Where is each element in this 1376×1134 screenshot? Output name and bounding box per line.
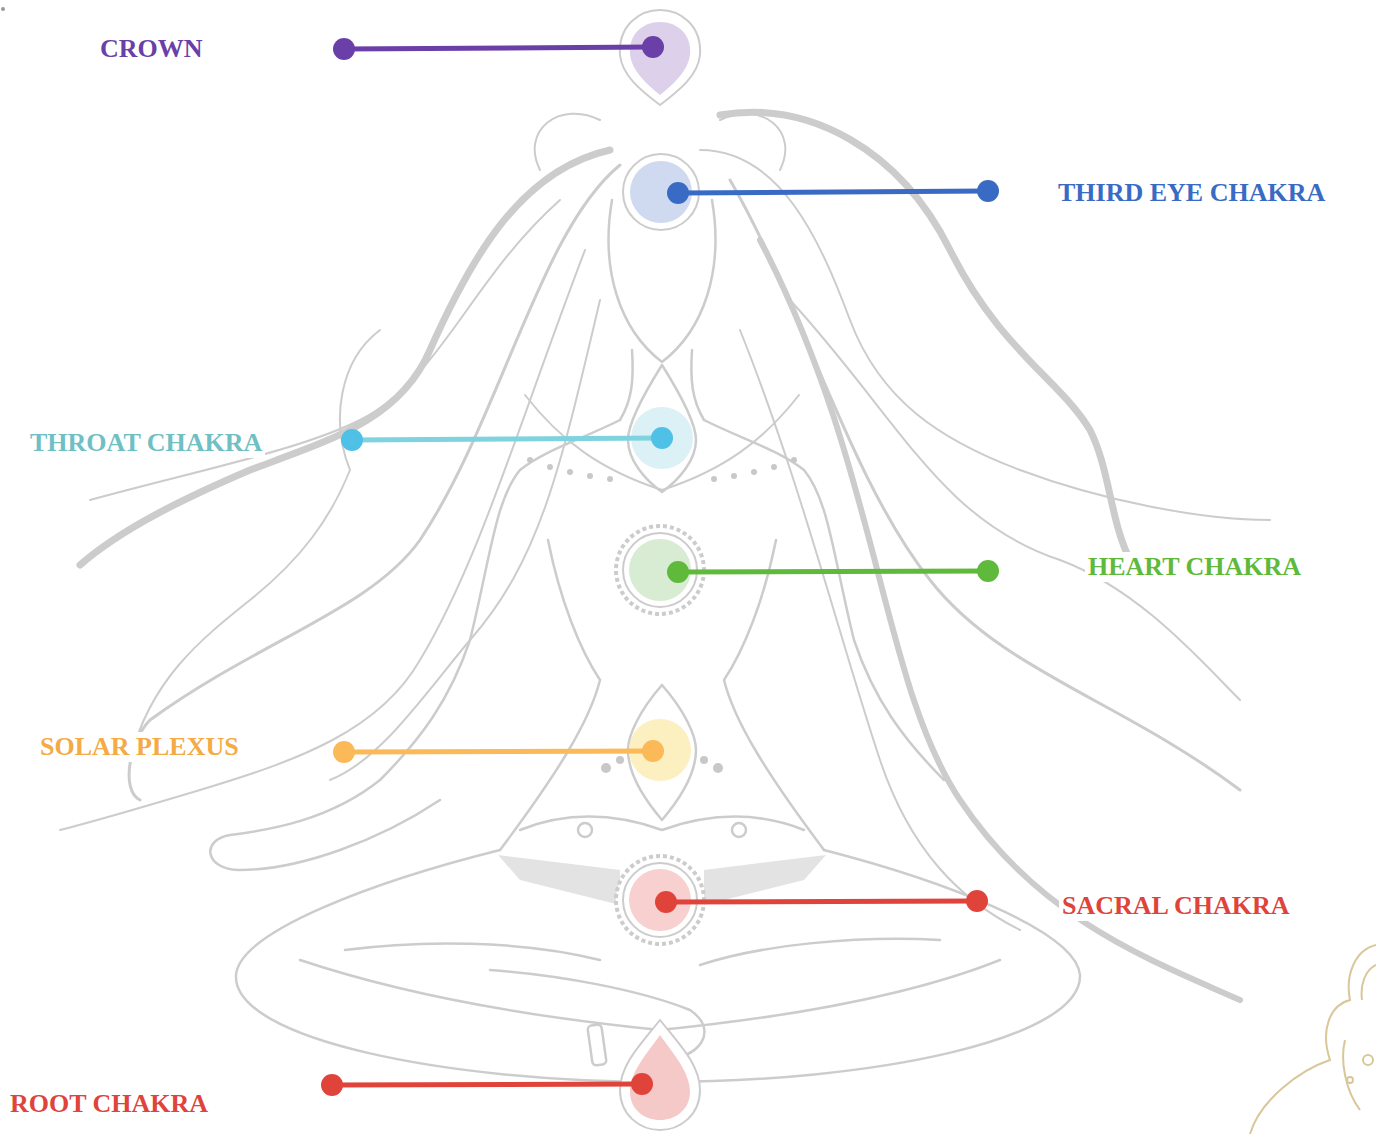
illustration-part [713,763,723,773]
illustration-part [330,300,600,780]
illustration-part [623,154,699,230]
illustration-part [630,1035,690,1120]
illustration-part [1347,1077,1353,1083]
figure-outline [210,200,1080,1082]
illustration-part [345,939,940,965]
illustration-part [667,560,999,583]
chakra-label: THROAT CHAKRA [27,428,265,458]
illustration-part [130,330,380,760]
illustration-part [321,1074,343,1096]
illustration-part [333,36,664,60]
chakra-label: SACRAL CHAKRA [1059,891,1293,921]
illustration-part [601,763,611,773]
illustration-part [700,756,708,764]
illustration-part [352,438,662,440]
illustration-part [667,180,999,204]
illustration-part [751,469,757,475]
illustration-part [333,38,355,60]
illustration-part [1343,965,1376,1110]
chakra-label: SOLAR PLEXUS [37,732,242,762]
illustration-part [651,427,673,449]
illustration-part [667,561,689,583]
illustration-part [1250,945,1376,1134]
figure-ornaments [498,457,826,905]
illustration-part [771,464,777,470]
illustration-part [666,901,977,902]
illustration-part [790,300,1240,700]
illustration-part [527,457,533,463]
chakra-label: ROOT CHAKRA [7,1089,211,1119]
illustration-part [630,22,690,95]
illustration-part [740,330,1020,930]
illustration-part [620,1020,700,1130]
illustration-part [731,473,737,479]
chakra-label: HEART CHAKRA [1085,552,1304,582]
illustration-part [629,539,691,601]
illustration-part [332,1084,642,1085]
illustration-part [587,1024,606,1066]
illustration-part [587,473,593,479]
corner-dot [1,7,5,11]
illustration-part [631,1073,653,1095]
illustration-part [704,420,944,780]
illustration-part [1363,1055,1373,1065]
illustration-part [341,427,673,451]
illustration-part [333,740,664,763]
illustration-part [321,1073,653,1096]
illustration-part [500,540,824,850]
illustration-part [791,457,797,463]
illustration-part [760,240,1240,1000]
chakra-label: CROWN [97,34,206,64]
illustration-part [341,429,363,451]
illustration-part [333,741,355,763]
hamsa-ornament [1250,945,1376,1134]
illustration-part [667,182,689,204]
illustration-part [620,10,700,105]
illustration-part [80,150,610,565]
illustration-part [607,476,613,482]
illustration-part [520,817,804,830]
illustration-part [616,756,624,764]
illustration-part [977,560,999,582]
leader-lines [321,36,999,1096]
illustration-part [129,165,620,800]
illustration-part [966,890,988,912]
illustration-part [498,855,620,905]
illustration-part [525,395,799,490]
illustration-part [578,823,592,837]
illustration-part [730,180,1240,790]
illustration-part [678,571,988,572]
illustration-part [711,476,717,482]
illustration-part [655,891,677,913]
illustration-part [704,855,826,905]
illustration-part [623,533,697,607]
illustration-part [344,47,653,49]
illustration-part [655,890,988,913]
illustration-part [732,823,746,837]
illustration-part [210,420,620,870]
illustration-part [630,161,692,223]
illustration-part [300,960,1000,1030]
illustration-part [642,36,664,58]
illustration-part [977,180,999,202]
illustration-part [628,365,696,492]
illustration-part [344,751,653,752]
illustration-part [547,464,553,470]
illustration-part [642,740,664,762]
illustration-part [678,191,988,193]
illustration-part [567,469,573,475]
chakra-label: THIRD EYE CHAKRA [1055,178,1328,208]
